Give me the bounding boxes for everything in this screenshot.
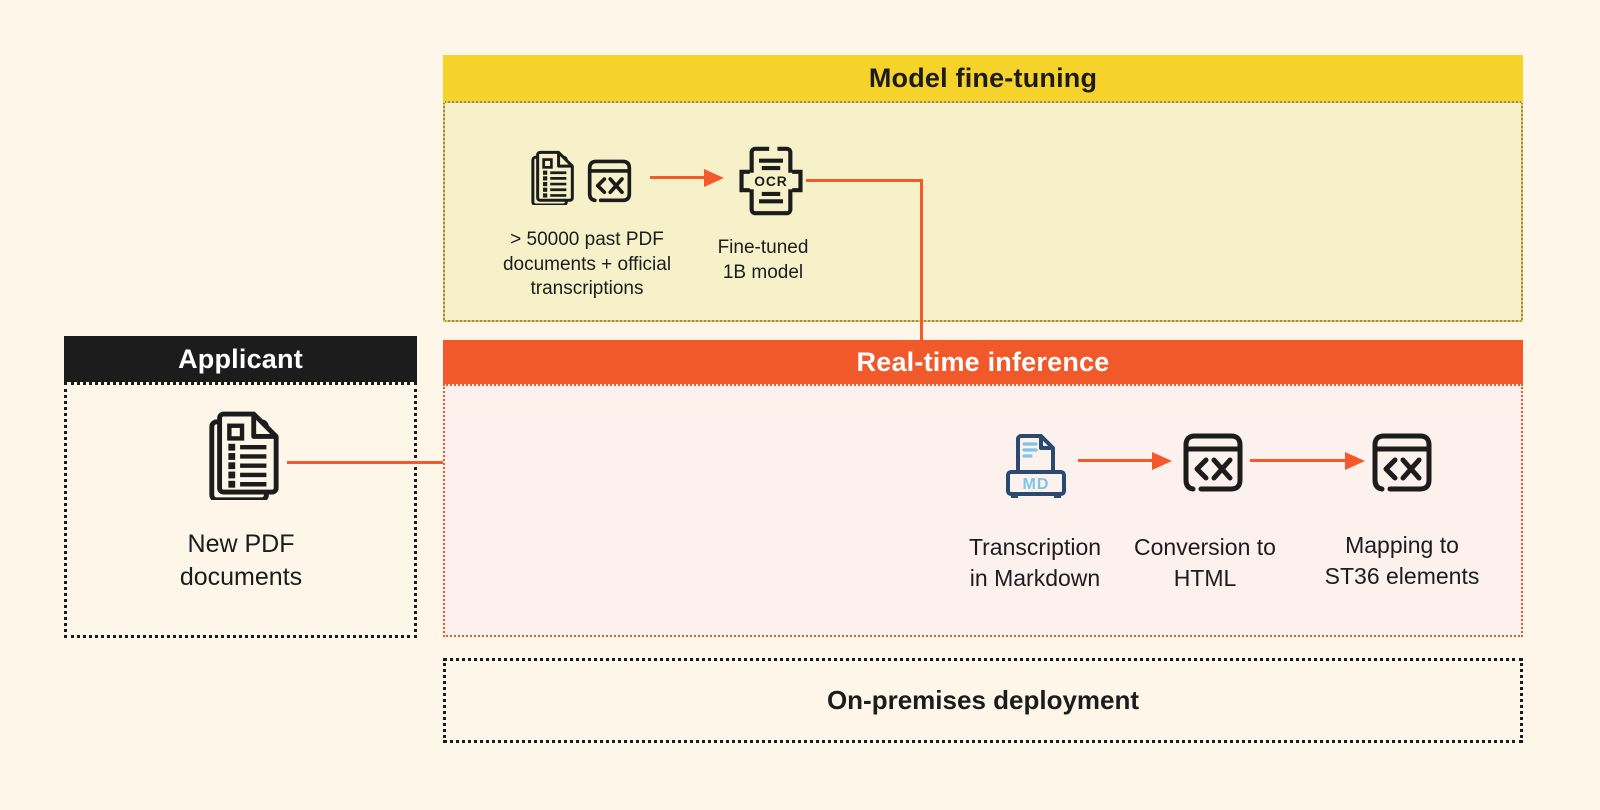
arrow-dataset-to-model-line	[650, 176, 704, 179]
documents-stack-icon	[528, 150, 576, 205]
fine-tuning-body	[443, 101, 1523, 322]
arrow-markdown-to-html-head	[1152, 451, 1172, 470]
code-window-icon	[1181, 430, 1245, 494]
applicant-title: Applicant	[178, 343, 303, 374]
realtime-header: Real-time inference	[443, 340, 1523, 384]
code-window-icon	[586, 157, 633, 204]
step-conversion-label: Conversion to HTML	[1134, 534, 1276, 591]
connector-model-vertical-line	[920, 179, 923, 463]
ocr-document-icon: OCR	[734, 146, 808, 216]
markdown-file-icon: MD	[1000, 428, 1072, 500]
arrow-html-to-st36-line	[1250, 459, 1345, 462]
on-premises-title: On-premises deployment	[826, 685, 1140, 715]
arrow-html-to-st36-head	[1345, 451, 1365, 470]
realtime-body	[443, 384, 1523, 637]
fine-tuning-title: Model fine-tuning	[868, 62, 1098, 93]
fine-tuned-model-label: Fine-tuned 1B model	[717, 237, 809, 283]
new-pdf-label: New PDF documents	[179, 530, 303, 591]
ocr-icon-text: OCR	[754, 173, 787, 189]
applicant-body	[64, 382, 417, 638]
dataset-label: > 50000 past PDF documents + official tr…	[502, 229, 672, 299]
step-transcription-label: Transcription in Markdown	[968, 534, 1102, 591]
on-premises-box: On-premises deployment	[443, 658, 1523, 743]
documents-stack-icon	[204, 410, 282, 500]
md-icon-text: MD	[1023, 476, 1050, 493]
arrow-markdown-to-html-line	[1078, 459, 1152, 462]
connector-model-horizontal-line	[806, 179, 923, 182]
step-mapping-label: Mapping to ST36 elements	[1324, 532, 1480, 589]
code-window-icon	[1370, 430, 1434, 494]
arrow-dataset-to-model-head	[704, 168, 724, 187]
realtime-title: Real-time inference	[856, 346, 1110, 377]
fine-tuning-header: Model fine-tuning	[443, 55, 1523, 101]
applicant-header: Applicant	[64, 336, 417, 382]
